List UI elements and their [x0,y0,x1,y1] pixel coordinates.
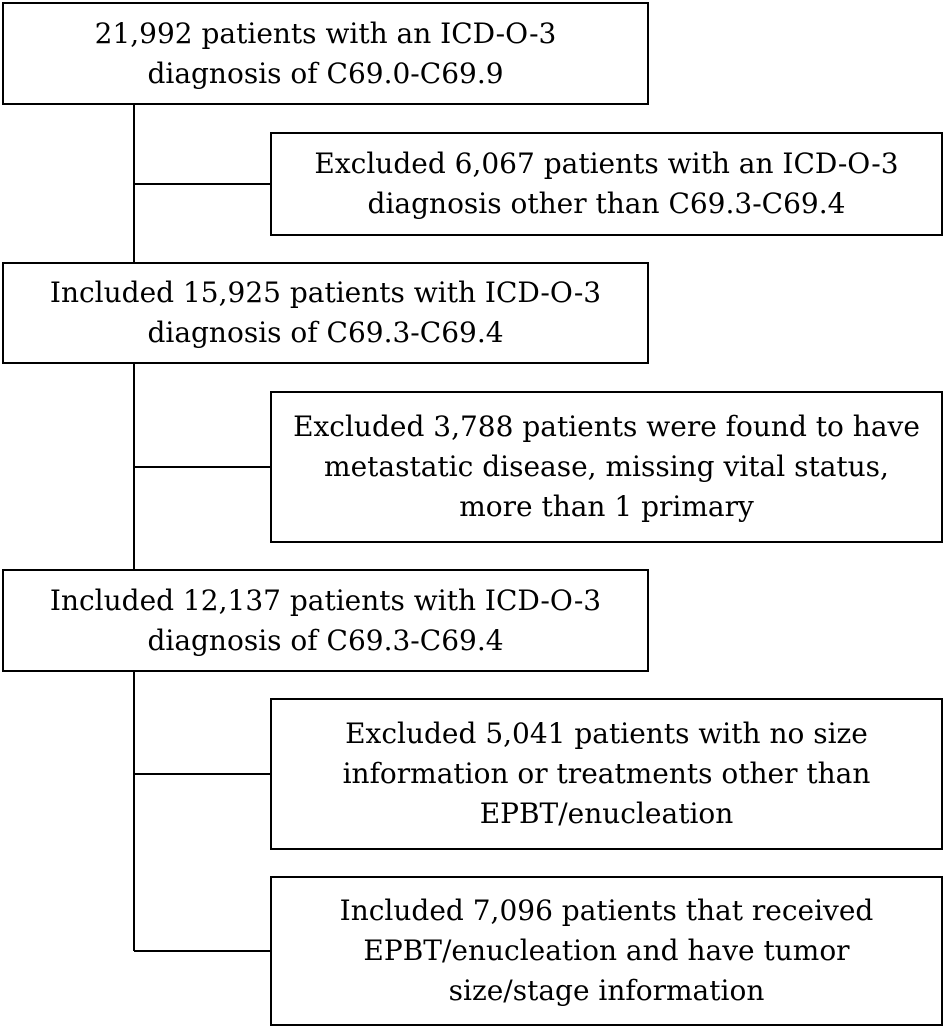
box-text-line: diagnosis of C69.3-C69.4 [147,623,504,657]
box-text-line: Excluded 5,041 patients with no size [345,717,868,750]
exclusion-box-size-treatment: Excluded 5,041 patients with no size inf… [270,698,943,850]
box-text-line: size/stage information [448,974,765,1007]
box-text-line: Excluded 3,788 patients were found to ha… [293,410,920,443]
box-text-line: Excluded 6,067 patients with an ICD-O-3 [314,147,899,180]
box-text-line: EPBT/enucleation and have tumor [363,934,850,967]
box-text-line: Included 15,925 patients with ICD-O-3 [49,276,602,309]
exclusion-box-diagnosis: Excluded 6,067 patients with an ICD-O-3 … [270,132,943,236]
box-text-line: 21,992 patients with an ICD-O-3 [94,16,557,50]
inclusion-box-eligible: Included 12,137 patients with ICD-O-3 di… [2,569,649,672]
box-text-line: Included 12,137 patients with ICD-O-3 [49,583,602,617]
exclusion-box-metastatic: Excluded 3,788 patients were found to ha… [270,391,943,543]
final-cohort-box: Included 7,096 patients that received EP… [270,876,943,1026]
box-text-line: diagnosis of C69.3-C69.4 [147,316,504,349]
initial-cohort-box: 21,992 patients with an ICD-O-3 diagnosi… [2,2,649,105]
box-text-line: more than 1 primary [459,490,754,523]
box-text-line: metastatic disease, missing vital status… [324,450,889,483]
box-text-line: diagnosis other than C69.3-C69.4 [367,187,846,220]
box-text-line: Included 7,096 patients that received [339,894,874,927]
box-text-line: diagnosis of C69.0-C69.9 [147,56,504,90]
box-text-line: EPBT/enucleation [479,797,734,830]
box-text-line: information or treatments other than [342,757,871,790]
inclusion-box-diagnosis: Included 15,925 patients with ICD-O-3 di… [2,262,649,364]
